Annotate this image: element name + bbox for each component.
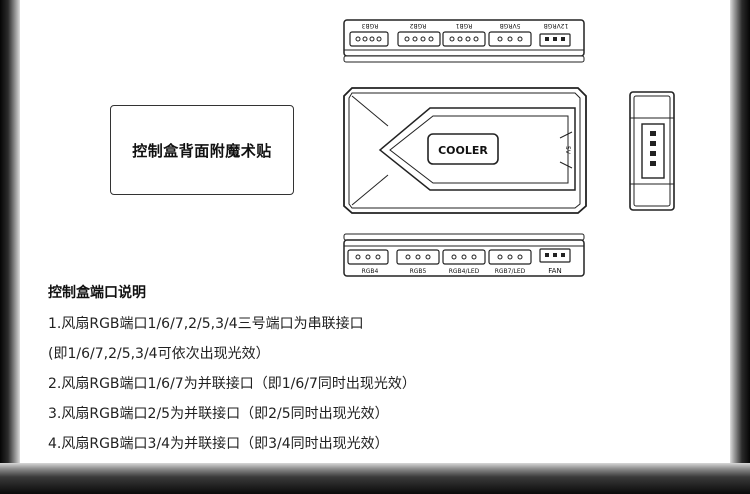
- description-line: (即1/6/7,2/5,3/4可依次出现光效）: [48, 346, 270, 362]
- velcro-note-text: 控制盒背面附魔术贴: [132, 141, 272, 160]
- content-panel: [20, 0, 730, 463]
- side-view: [629, 91, 675, 211]
- bottom-shadow: [0, 463, 750, 494]
- port-label: FAN: [548, 267, 561, 275]
- bottom-view: RGB4 RGB5 RGB4/LED RGB7/LED FAN: [343, 233, 585, 277]
- port-label: 12VRGB: [544, 22, 569, 29]
- port-label: RGB1: [455, 22, 472, 29]
- section-title: 控制盒端口说明: [48, 285, 146, 301]
- description-line: 1.风扇RGB端口1/6/7,2/5,3/4三号端口为串联接口: [48, 316, 364, 332]
- description-line: 2.风扇RGB端口1/6/7为并联接口（即1/6/7同时出现光效）: [48, 376, 416, 392]
- top-port-rgb3: RGB3: [349, 22, 389, 47]
- top-port-5vrgb: 5VRGB: [488, 22, 532, 47]
- port-label: RGB4: [362, 268, 379, 275]
- front-view: COOLER 5V: [343, 87, 587, 214]
- port-label: RGB3: [361, 22, 378, 29]
- top-port-rgb1: RGB1: [442, 22, 486, 47]
- description-line: 3.风扇RGB端口2/5为并联接口（即2/5同时出现光效）: [48, 406, 389, 422]
- svg-text:COOLER: COOLER: [438, 144, 488, 157]
- top-view: RGB3 RGB2 RGB1 5VRGB 12VRGB: [343, 19, 585, 63]
- port-label: RGB5: [410, 268, 427, 275]
- bottom-port-rgb7-led: RGB7/LED: [488, 249, 532, 275]
- bottom-port-rgb4: RGB4: [347, 249, 389, 275]
- bottom-port-rgb5: RGB5: [396, 249, 440, 275]
- top-port-12vrgb: 12VRGB: [539, 22, 571, 47]
- port-label: RGB7/LED: [495, 268, 526, 275]
- port-label: RGB4/LED: [449, 268, 480, 275]
- bottom-port-fan: FAN: [539, 248, 571, 275]
- port-label: 5VRGB: [500, 22, 521, 29]
- top-port-rgb2: RGB2: [397, 22, 441, 47]
- description-line: 4.风扇RGB端口3/4为并联接口（即3/4同时出现光效）: [48, 436, 389, 452]
- velcro-note-box: 控制盒背面附魔术贴: [110, 105, 294, 195]
- port-label: RGB2: [409, 22, 426, 29]
- bottom-port-rgb4-led: RGB4/LED: [442, 249, 486, 275]
- side-mark: 5V: [564, 146, 571, 155]
- brand-logo: COOLER: [427, 133, 499, 165]
